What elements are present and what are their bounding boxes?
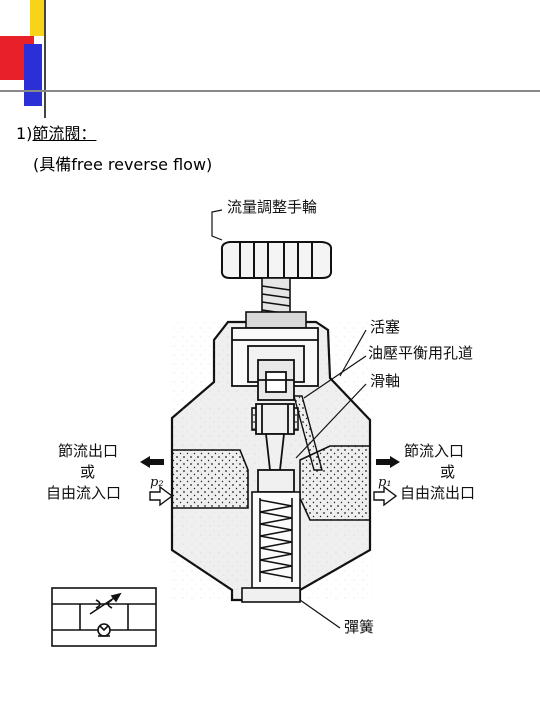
slide-subtitle: (具備free reverse flow)	[33, 155, 213, 174]
label-right-port-line2: 或	[440, 463, 455, 481]
deco-horizontal-line	[0, 90, 540, 92]
label-right-port-line1: 節流入口	[404, 442, 464, 460]
heading-title: 節流閥：	[32, 124, 97, 143]
left-flow-arrow	[140, 456, 164, 468]
deco-yellow-block	[30, 0, 44, 36]
label-spool: 滑軸	[370, 372, 400, 390]
label-handwheel: 流量調整手輪	[227, 198, 317, 216]
label-pressure-p1: p₁	[378, 475, 392, 490]
piston	[257, 359, 295, 401]
label-left-port-line1: 節流出口	[58, 442, 118, 460]
label-right-port-line3: 自由流出口	[400, 484, 475, 502]
handwheel	[220, 241, 333, 279]
deco-vertical-line	[44, 0, 46, 118]
bottom-plug	[241, 587, 301, 603]
label-balance-passage: 油壓平衡用孔道	[368, 344, 473, 362]
leader-lines	[211, 209, 367, 629]
label-pressure-p2: p₂	[150, 475, 164, 490]
label-spring: 彈簧	[344, 618, 374, 636]
right-flow-arrow	[376, 456, 400, 468]
spring	[251, 491, 301, 589]
hydraulic-symbol	[51, 587, 157, 647]
left-hollow-arrow	[149, 485, 174, 507]
label-piston: 活塞	[370, 318, 400, 336]
spool	[255, 403, 295, 493]
right-hollow-arrow	[373, 485, 398, 507]
label-left-port-line2: 或	[80, 463, 95, 481]
label-left-port-line3: 自由流入口	[46, 484, 121, 502]
adjusting-screw	[245, 277, 307, 329]
heading-number: 1)	[16, 124, 33, 143]
slide-heading: 1)節流閥：	[16, 124, 96, 144]
